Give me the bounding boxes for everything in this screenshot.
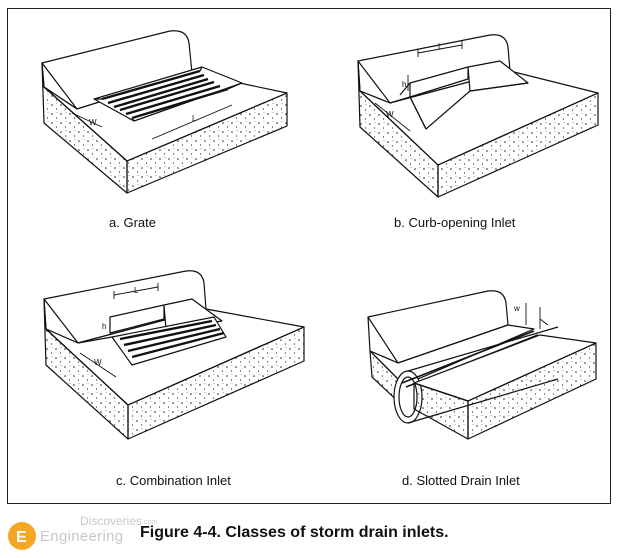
logo-letter: E [16, 529, 27, 546]
combo-dim-h: h [102, 322, 106, 331]
grate-dim-l: L [192, 114, 197, 123]
combo-dim-l: L [134, 286, 139, 295]
curb-opening-illustration: L h W [357, 34, 599, 198]
caption-slotted: d. Slotted Drain Inlet [402, 473, 520, 488]
figure-frame: W L a. Grate [7, 8, 611, 504]
curb-dim-h: h [402, 80, 406, 89]
slotted-illustration: w [367, 290, 597, 440]
brand-line-discoveries: Discoveries [80, 514, 143, 528]
combo-dim-w: W [94, 358, 102, 367]
brand-suffix: .com [142, 519, 158, 526]
caption-curb-opening: b. Curb-opening Inlet [394, 215, 516, 230]
panel-slotted: w [358, 279, 603, 449]
caption-grate: a. Grate [109, 215, 156, 230]
footer: E Discoveries .com Engineering Figure 4-… [0, 510, 617, 558]
combination-illustration: L h W [43, 270, 305, 440]
grate-dim-w: W [89, 118, 97, 127]
figure-caption: Figure 4-4. Classes of storm drain inlet… [140, 524, 449, 541]
panel-grate: W L [32, 21, 302, 201]
caption-combination: c. Combination Inlet [116, 473, 231, 488]
slotted-dim-w: w [513, 304, 520, 313]
grate-illustration: W L [41, 30, 288, 194]
engineering-discoveries-logo: E [8, 522, 36, 550]
brand-line-engineering: Engineering [40, 528, 124, 545]
curb-dim-w: W [386, 110, 394, 119]
curb-dim-l: L [438, 42, 443, 51]
panel-curb-opening: L h W [350, 31, 610, 206]
panel-combination: L h W [36, 265, 311, 445]
